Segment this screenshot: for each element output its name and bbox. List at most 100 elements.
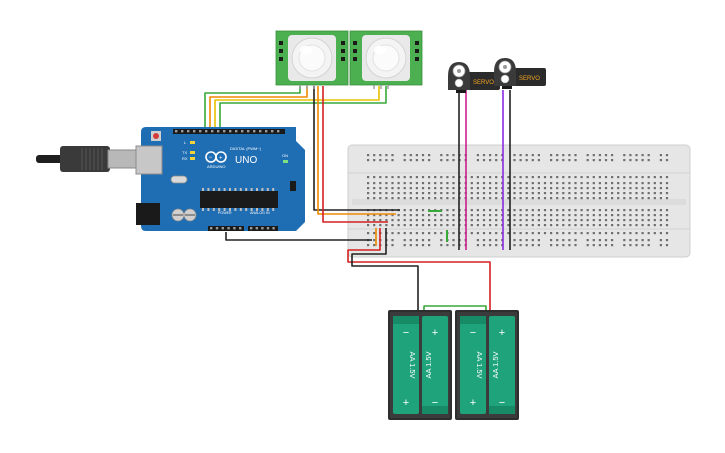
breadboard-hole	[592, 239, 595, 242]
breadboard-hole	[513, 187, 516, 190]
breadboard-hole	[604, 209, 608, 212]
servo-label: SERVO	[473, 80, 494, 86]
breadboard-hole	[476, 219, 479, 222]
breadboard-hole	[580, 187, 583, 190]
breadboard-hole	[556, 176, 559, 179]
breadboard-hole	[617, 187, 620, 190]
reset-button-cap[interactable]	[153, 133, 159, 139]
breadboard-hole	[421, 176, 425, 179]
breadboard-hole	[623, 192, 626, 195]
breadboard-hole	[641, 209, 644, 212]
breadboard-hole	[574, 154, 577, 157]
breadboard-hole	[647, 154, 650, 157]
breadboard-hole	[452, 224, 455, 227]
breadboard-hole	[525, 182, 528, 185]
breadboard-hole	[635, 232, 638, 235]
breadboard-hole	[428, 182, 431, 185]
breadboard-hole	[489, 176, 492, 179]
breadboard-hole	[641, 197, 644, 200]
breadboard-hole	[482, 224, 486, 227]
l-led	[190, 141, 195, 144]
breadboard-hole	[495, 244, 498, 247]
header-pin	[255, 227, 258, 230]
breadboard-hole	[629, 239, 632, 242]
breadboard-hole	[440, 187, 443, 190]
breadboard-hole	[495, 187, 498, 190]
breadboard-hole	[482, 197, 486, 200]
breadboard-hole	[482, 244, 486, 247]
breadboard-hole	[379, 182, 382, 185]
breadboard-hole	[519, 214, 522, 217]
breadboard-hole	[629, 182, 632, 185]
chip-leg	[207, 208, 210, 211]
breadboard-hole	[415, 154, 418, 157]
breadboard-hole	[635, 224, 638, 227]
breadboard-hole	[641, 176, 644, 179]
breadboard-hole	[415, 219, 418, 222]
breadboard-hole	[550, 219, 553, 222]
breadboard-hole	[513, 239, 516, 242]
battery-cell	[393, 316, 419, 414]
breadboard-hole	[623, 187, 626, 190]
wire-black	[351, 228, 419, 312]
breadboard-hole	[397, 224, 400, 227]
breadboard-hole	[611, 154, 614, 157]
breadboard-hole	[367, 232, 370, 235]
breadboard-hole	[604, 239, 608, 242]
breadboard-hole	[543, 214, 547, 217]
breadboard-hole	[476, 232, 479, 235]
breadboard-hole	[415, 159, 418, 162]
rx-led	[190, 157, 195, 160]
breadboard-hole	[391, 214, 394, 217]
breadboard-hole	[403, 232, 406, 235]
battery-packs: − + AA 1.5V + − AA 1.5V − + AA 1.5V + − …	[388, 310, 519, 420]
breadboard-hole	[531, 197, 534, 200]
breadboard-hole	[525, 214, 528, 217]
wire-yellow	[214, 86, 380, 130]
tx-led-label: TX	[182, 150, 187, 155]
breadboard-hole	[367, 244, 370, 247]
breadboard-hole	[598, 176, 601, 179]
wire-green	[204, 86, 301, 130]
breadboard-hole	[537, 154, 540, 157]
header-pin	[239, 227, 242, 230]
breadboard-hole	[574, 214, 577, 217]
breadboard-hole	[580, 176, 583, 179]
breadboard-hole	[525, 159, 528, 162]
breadboard-hole	[641, 182, 644, 185]
breadboard-hole	[367, 176, 370, 179]
breadboard-hole	[421, 182, 425, 185]
breadboard-hole	[403, 187, 406, 190]
breadboard-hole	[440, 197, 443, 200]
breadboard-hole	[623, 244, 626, 247]
breadboard-hole	[550, 224, 553, 227]
chip-leg	[218, 208, 221, 211]
breadboard-hole	[519, 224, 522, 227]
analog-label: ANALOG IN	[250, 211, 270, 215]
breadboard-hole	[531, 209, 534, 212]
breadboard-hole	[623, 214, 626, 217]
usb-connector	[107, 149, 141, 169]
breadboard-hole	[659, 154, 662, 157]
rx-led-label: RX	[182, 156, 188, 161]
breadboard-hole	[525, 176, 528, 179]
chip-leg	[256, 188, 258, 191]
breadboard-hole	[617, 192, 620, 195]
breadboard-hole	[647, 244, 650, 247]
breadboard-hole	[617, 232, 620, 235]
breadboard-hole	[409, 224, 412, 227]
wire-orange	[317, 86, 396, 215]
breadboard-hole	[562, 159, 565, 162]
breadboard-hole	[452, 197, 455, 200]
breadboard-hole	[428, 219, 431, 222]
breadboard-hole	[434, 187, 437, 190]
breadboard-hole	[568, 224, 571, 227]
breadboard-hole	[543, 219, 547, 222]
breadboard-hole	[434, 176, 437, 179]
breadboard-hole	[446, 187, 449, 190]
breadboard-hole	[647, 219, 650, 222]
breadboard-hole	[397, 214, 400, 217]
battery-cell	[489, 316, 515, 414]
breadboard-hole	[415, 239, 418, 242]
breadboard-hole	[482, 239, 486, 242]
